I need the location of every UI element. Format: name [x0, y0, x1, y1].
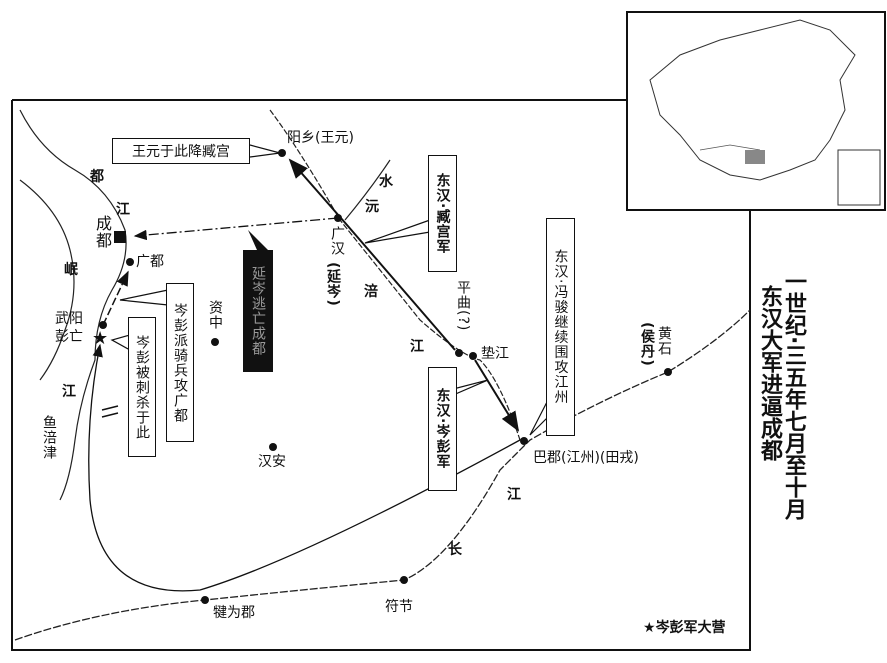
- label-zizhong: 资中: [207, 300, 223, 330]
- label-yufujin: 鱼涪津: [41, 415, 57, 460]
- city-dots: [99, 149, 672, 604]
- river-label: 都: [90, 169, 104, 185]
- legend: ★岑彭军大营: [643, 617, 726, 637]
- callout-cenpeng-cavalry: 岑彭派骑兵攻广都: [166, 283, 194, 442]
- map-title-line1: 一世纪·三五年七月至十月: [781, 270, 806, 521]
- label-bajun: 巴郡(江州)(田戎): [533, 450, 639, 466]
- route-cenpeng-guangdu: [102, 270, 129, 326]
- label-hanan: 汉安: [258, 454, 286, 470]
- label-guangdu: 广都: [136, 254, 164, 270]
- star-icon: ★: [643, 620, 656, 636]
- river-label: 江: [116, 202, 130, 218]
- label-guanghan-note: (延岑): [325, 262, 341, 307]
- callout-cenpeng-killed: 岑彭被刺杀于此: [128, 317, 156, 457]
- label-qianwei: 犍为郡: [213, 605, 255, 621]
- label-dianjiang: 垫江: [481, 346, 509, 362]
- route-yancen: [133, 217, 339, 241]
- callout-yancen-flee: 延岑逃亡成都: [243, 250, 273, 372]
- label-huangshi-note: (侯丹): [639, 322, 655, 367]
- callout-wangyuan: 王元于此降臧宫: [112, 138, 250, 164]
- label-huangshi: 黄石: [656, 326, 672, 356]
- route-zanggong: [288, 158, 456, 351]
- river-label: 长: [448, 542, 462, 558]
- label-fujie: 符节: [385, 599, 413, 615]
- label-guanghan: 广汉: [329, 226, 345, 256]
- legend-label: 岑彭军大营: [655, 620, 726, 636]
- label-wuyang: 武阳: [55, 311, 83, 327]
- chengdu-capital-icon: [114, 231, 126, 243]
- river-label: 涪: [364, 284, 378, 300]
- river-label: 沅: [365, 199, 379, 215]
- callout-cenpeng-army: 东汉·岑彭军: [428, 367, 457, 491]
- main-frame: [11, 99, 751, 651]
- river-fu: [269, 109, 521, 441]
- label-pingqu: 平曲(?): [455, 280, 471, 332]
- star-icon: ★: [92, 328, 109, 349]
- river-min: [19, 109, 127, 501]
- river-min-west: [19, 179, 75, 381]
- label-pengwang: 彭亡: [55, 329, 83, 345]
- river-yuan: [344, 159, 391, 221]
- river-label: 江: [62, 384, 76, 400]
- label-chengdu: 成都: [93, 215, 112, 249]
- route-cenpeng: [88, 343, 521, 592]
- map-title-line2: 东汉大军进逼成都: [757, 285, 782, 461]
- inset-frame: [626, 11, 886, 211]
- callout-fengjun: 东汉·冯骏继续围攻江州: [546, 218, 575, 436]
- callout-zanggong-army: 东汉·臧宫军: [428, 155, 457, 272]
- river-label: 水: [379, 174, 393, 190]
- inset-china-outline: [649, 19, 856, 181]
- river-label: 江: [410, 339, 424, 355]
- route-dianjiang: [474, 359, 520, 432]
- river-label: 岷: [64, 262, 78, 278]
- inset-highlight: [745, 150, 765, 164]
- river-label: 江: [507, 487, 521, 503]
- label-yangxiang: 阳乡(王元): [287, 130, 354, 146]
